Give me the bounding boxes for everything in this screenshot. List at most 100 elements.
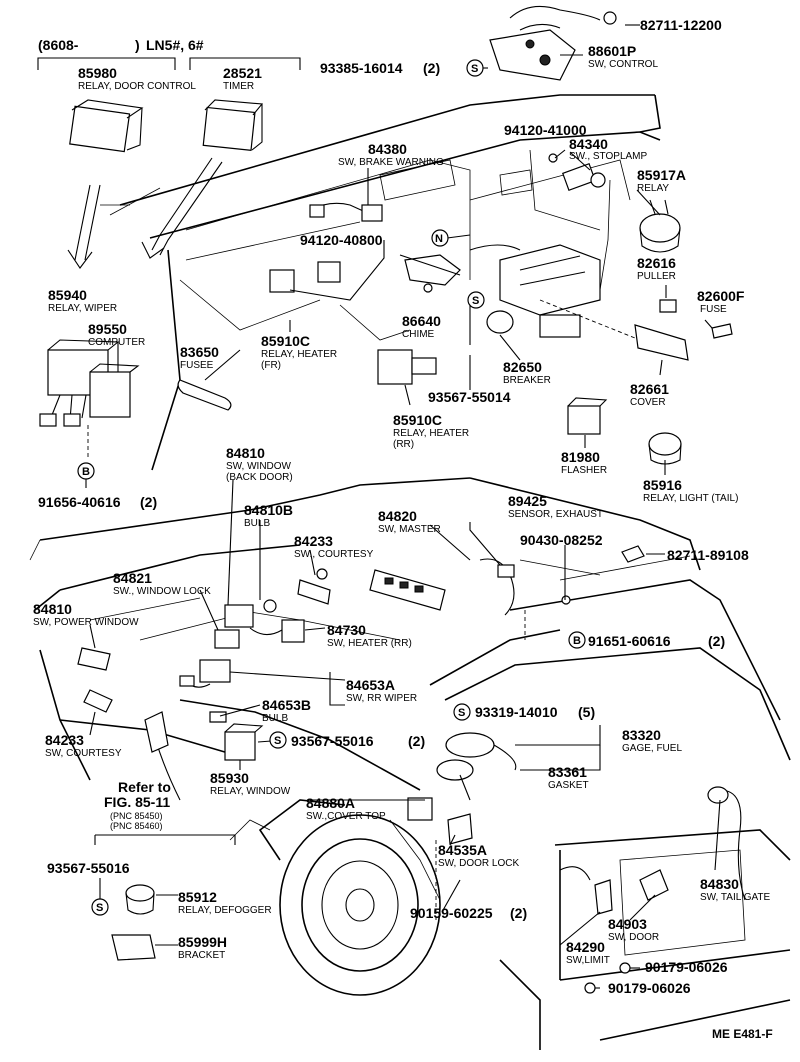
part-number: 83650	[180, 344, 219, 360]
part-labels: 85980 RELAY, DOOR CONTROL 28521 TIMER 82…	[33, 17, 771, 996]
dashboard-outline	[100, 94, 661, 471]
symbol-n-circle	[431, 229, 449, 247]
symbol-b-circle	[568, 631, 586, 649]
part-number: 93319-14010	[475, 704, 558, 720]
part-qty: (2)	[423, 60, 440, 76]
part-name: FLASHER	[561, 465, 607, 476]
relay-heater-rr-icon	[377, 349, 437, 385]
symbol-b-circle	[77, 462, 95, 480]
part-number: 83361	[548, 764, 587, 780]
part-name: SW, DOOR LOCK	[438, 858, 519, 869]
symbol-s-label: S	[274, 735, 281, 747]
fuse-icon	[711, 323, 733, 339]
part-name: SW, HEATER (RR)	[327, 638, 412, 649]
refer-pnc-1: (PNC 85450)	[110, 811, 163, 821]
relay-icon	[639, 199, 681, 253]
part-number: 82711-12200	[640, 17, 722, 33]
part-name: BRACKET	[178, 950, 225, 961]
part-name: COMPUTER	[88, 337, 145, 348]
part-name: BREAKER	[503, 375, 551, 386]
exhaust-sensor-icon	[479, 558, 571, 616]
part-illustrations	[39, 5, 746, 961]
stoplamp-switch-icon	[548, 153, 606, 192]
part-number: 93567-55016	[291, 733, 374, 749]
part-name: BULB	[244, 518, 270, 529]
part-name: GASKET	[548, 780, 589, 791]
part-name: SW, TAIL GATE	[700, 892, 771, 903]
bulb-b-icon	[209, 711, 227, 723]
brake-warning-switch-icon	[309, 202, 383, 222]
relay-heater-fr-icon	[269, 269, 295, 293]
window-lock-switch-icon	[214, 629, 240, 649]
part-number: 84820	[378, 508, 417, 524]
part-number: 82616	[637, 255, 676, 271]
symbol-b-label: B	[82, 466, 90, 478]
relay-wiper-computer-icon	[39, 339, 140, 460]
part-name: SW., WINDOW LOCK	[113, 586, 211, 597]
part-number: 85980	[78, 65, 117, 81]
part-name: PULLER	[637, 271, 676, 282]
part-number: 90159-60225	[410, 905, 493, 921]
part-number: 84290	[566, 939, 605, 955]
symbol-b-label: B	[573, 635, 581, 647]
part-number: 84821	[113, 570, 152, 586]
part-number: 84730	[327, 622, 366, 638]
flasher-icon	[567, 397, 608, 435]
part-number: 94120-40800	[300, 232, 383, 248]
part-name: BULB	[262, 713, 288, 724]
part-number: 93385-16014	[320, 60, 403, 76]
part-qty: (2)	[408, 733, 425, 749]
symbol-s-circle	[269, 731, 287, 749]
part-qty: (5)	[578, 704, 595, 720]
symbol-s-label: S	[472, 295, 479, 307]
part-sub: (RR)	[393, 439, 414, 450]
part-number: 85917A	[637, 167, 686, 183]
part-number: 82600F	[697, 288, 745, 304]
part-number: 85999H	[178, 934, 227, 950]
part-name: RELAY, LIGHT (TAIL)	[643, 493, 738, 504]
junction-block-icon	[469, 244, 641, 341]
model-range-close: )	[135, 37, 140, 53]
part-number: 85910C	[261, 333, 310, 349]
part-number: 85930	[210, 770, 249, 786]
part-number: 84830	[700, 876, 739, 892]
part-name: SW,LIMIT	[566, 955, 610, 966]
part-number: 84810	[226, 445, 265, 461]
part-qty: (2)	[510, 905, 527, 921]
part-name: SENSOR, EXHAUST	[508, 509, 603, 520]
rear-body-outline	[29, 477, 791, 1050]
timer-icon	[202, 99, 264, 151]
chime-icon	[404, 254, 461, 293]
refer-fig: FIG. 85-11	[104, 794, 170, 810]
window-switch-back-icon	[224, 604, 254, 628]
part-number: 84653B	[262, 697, 311, 713]
part-number: 84810B	[244, 502, 293, 518]
part-number: 93567-55014	[428, 389, 511, 405]
control-switch-icon	[489, 5, 617, 81]
part-sub: (BACK DOOR)	[226, 472, 293, 483]
part-number: 28521	[223, 65, 262, 81]
part-number: 81980	[561, 449, 600, 465]
symbol-s-circle	[467, 291, 485, 309]
part-number: 82650	[503, 359, 542, 375]
part-number: 84233	[45, 732, 84, 748]
part-number: 93567-55016	[47, 860, 130, 876]
symbol-n-label: N	[435, 233, 443, 245]
refer-to-text: Refer to	[118, 779, 171, 795]
part-number: 84653A	[346, 677, 395, 693]
fusee-icon	[177, 379, 232, 411]
rear-wheel	[258, 799, 441, 996]
symbol-s-circle	[453, 703, 471, 721]
bracket-icon	[111, 934, 156, 961]
relay-defogger-icon	[125, 884, 155, 915]
bulb-icon	[263, 599, 277, 613]
symbol-s-label: S	[471, 63, 478, 75]
model-range: (8608-	[38, 37, 79, 53]
part-number: 83320	[622, 727, 661, 743]
part-number: 91651-60616	[588, 633, 671, 649]
part-name: TIMER	[223, 81, 254, 92]
part-name: CHIME	[402, 329, 435, 340]
part-name: SW, COURTESY	[45, 748, 122, 759]
part-number: 84535A	[438, 842, 487, 858]
